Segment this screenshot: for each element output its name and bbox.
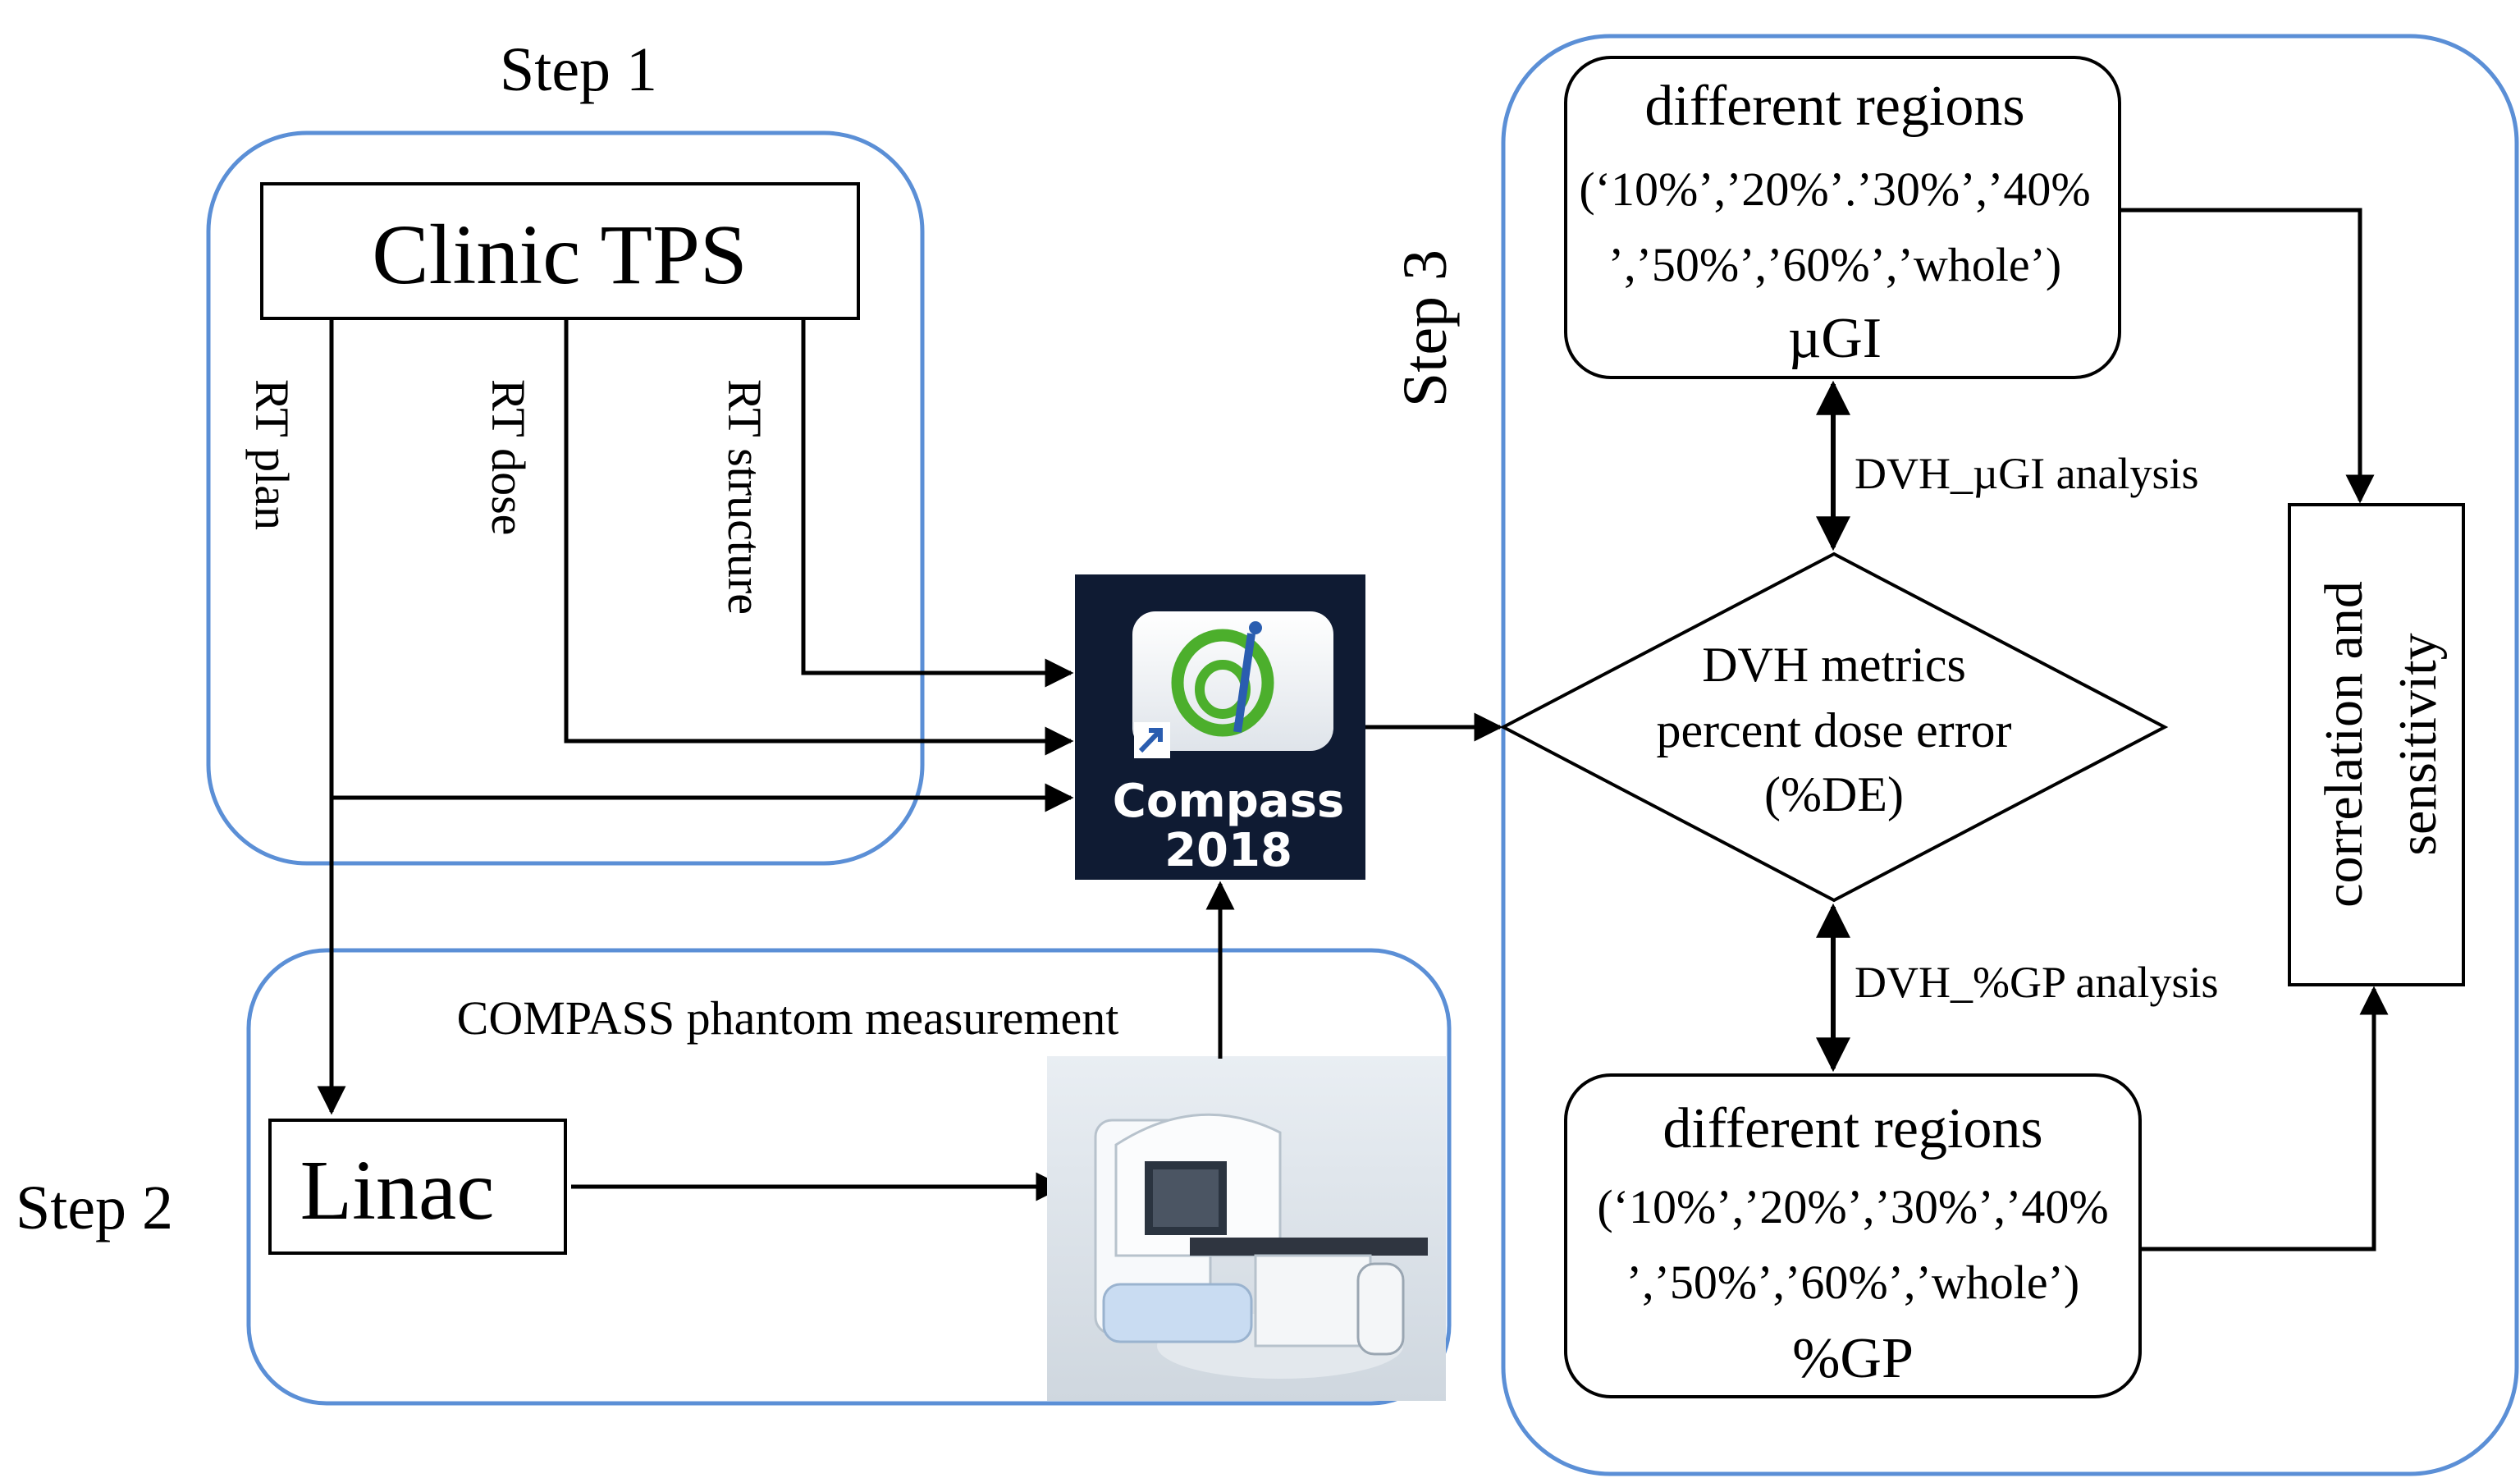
ugi-regions-line1: (‘10%’,’20%’.’30%’,’40% [1579,162,2090,216]
linac-box [268,1119,567,1255]
step1-label: Step 1 [500,35,657,104]
gp-regions-line1: (‘10%’,’20%’,’30%’,’40% [1597,1180,2108,1233]
gp-regions-box [1564,1073,2142,1398]
step1-group [206,130,925,866]
ugi-regions-box [1564,56,2121,379]
linac-label: Linac [300,1143,495,1238]
dvh-ugi-label: DVH_µGI analysis [1855,449,2199,498]
compass-app-icon: Compass 2018 [1075,574,1365,880]
rt-dose-label: RT dose [482,379,535,535]
dvh-metrics-line1: DVH metrics [1702,638,1966,692]
clinic-tps-box [260,182,860,320]
ugi-regions-title: different regions [1644,75,2024,138]
ugi-regions-line2: ’,’50%’,’60%’,’whole’) [1608,238,2061,291]
rt-dose-line [564,320,1074,756]
step2-group [246,948,1452,1406]
rt-structure-label: RT structure [718,379,771,615]
step3-label: Step 3 [1391,249,1460,407]
gp-regions-line2: ’,’50%’,’60%’,’whole’) [1626,1256,2079,1309]
ugi-to-correlation-arrow [2121,208,2375,504]
gp-regions-metric: %GP [1792,1327,1914,1390]
phantom-measurement-label: COMPASS phantom measurement [457,991,1119,1045]
ugi-regions-metric: µGI [1788,307,1882,370]
compass-year: 2018 [1164,824,1292,877]
linac-machine-image [1047,1056,1446,1401]
dvh-gp-label: DVH_%GP analysis [1855,958,2218,1007]
correlation-line1: correlation and [2314,581,2374,908]
step2-label: Step 2 [16,1174,173,1242]
step3-group [1501,34,2519,1476]
gp-regions-title: different regions [1662,1097,2042,1160]
clinic-tps-label: Clinic TPS [372,208,748,302]
gp-to-correlation-arrow [2142,986,2389,1251]
dvh-metrics-diamond [1499,551,2169,903]
rt-plan-label: RT plan [245,379,299,530]
correlation-box [2288,503,2465,986]
correlation-line2: sensitivity [2388,633,2448,855]
dvh-metrics-line3: (%DE) [1764,767,1904,821]
rt-structure-line [801,320,1074,688]
dvh-metrics-line2: percent dose error [1656,703,2011,757]
compass-name: Compass [1113,775,1344,828]
